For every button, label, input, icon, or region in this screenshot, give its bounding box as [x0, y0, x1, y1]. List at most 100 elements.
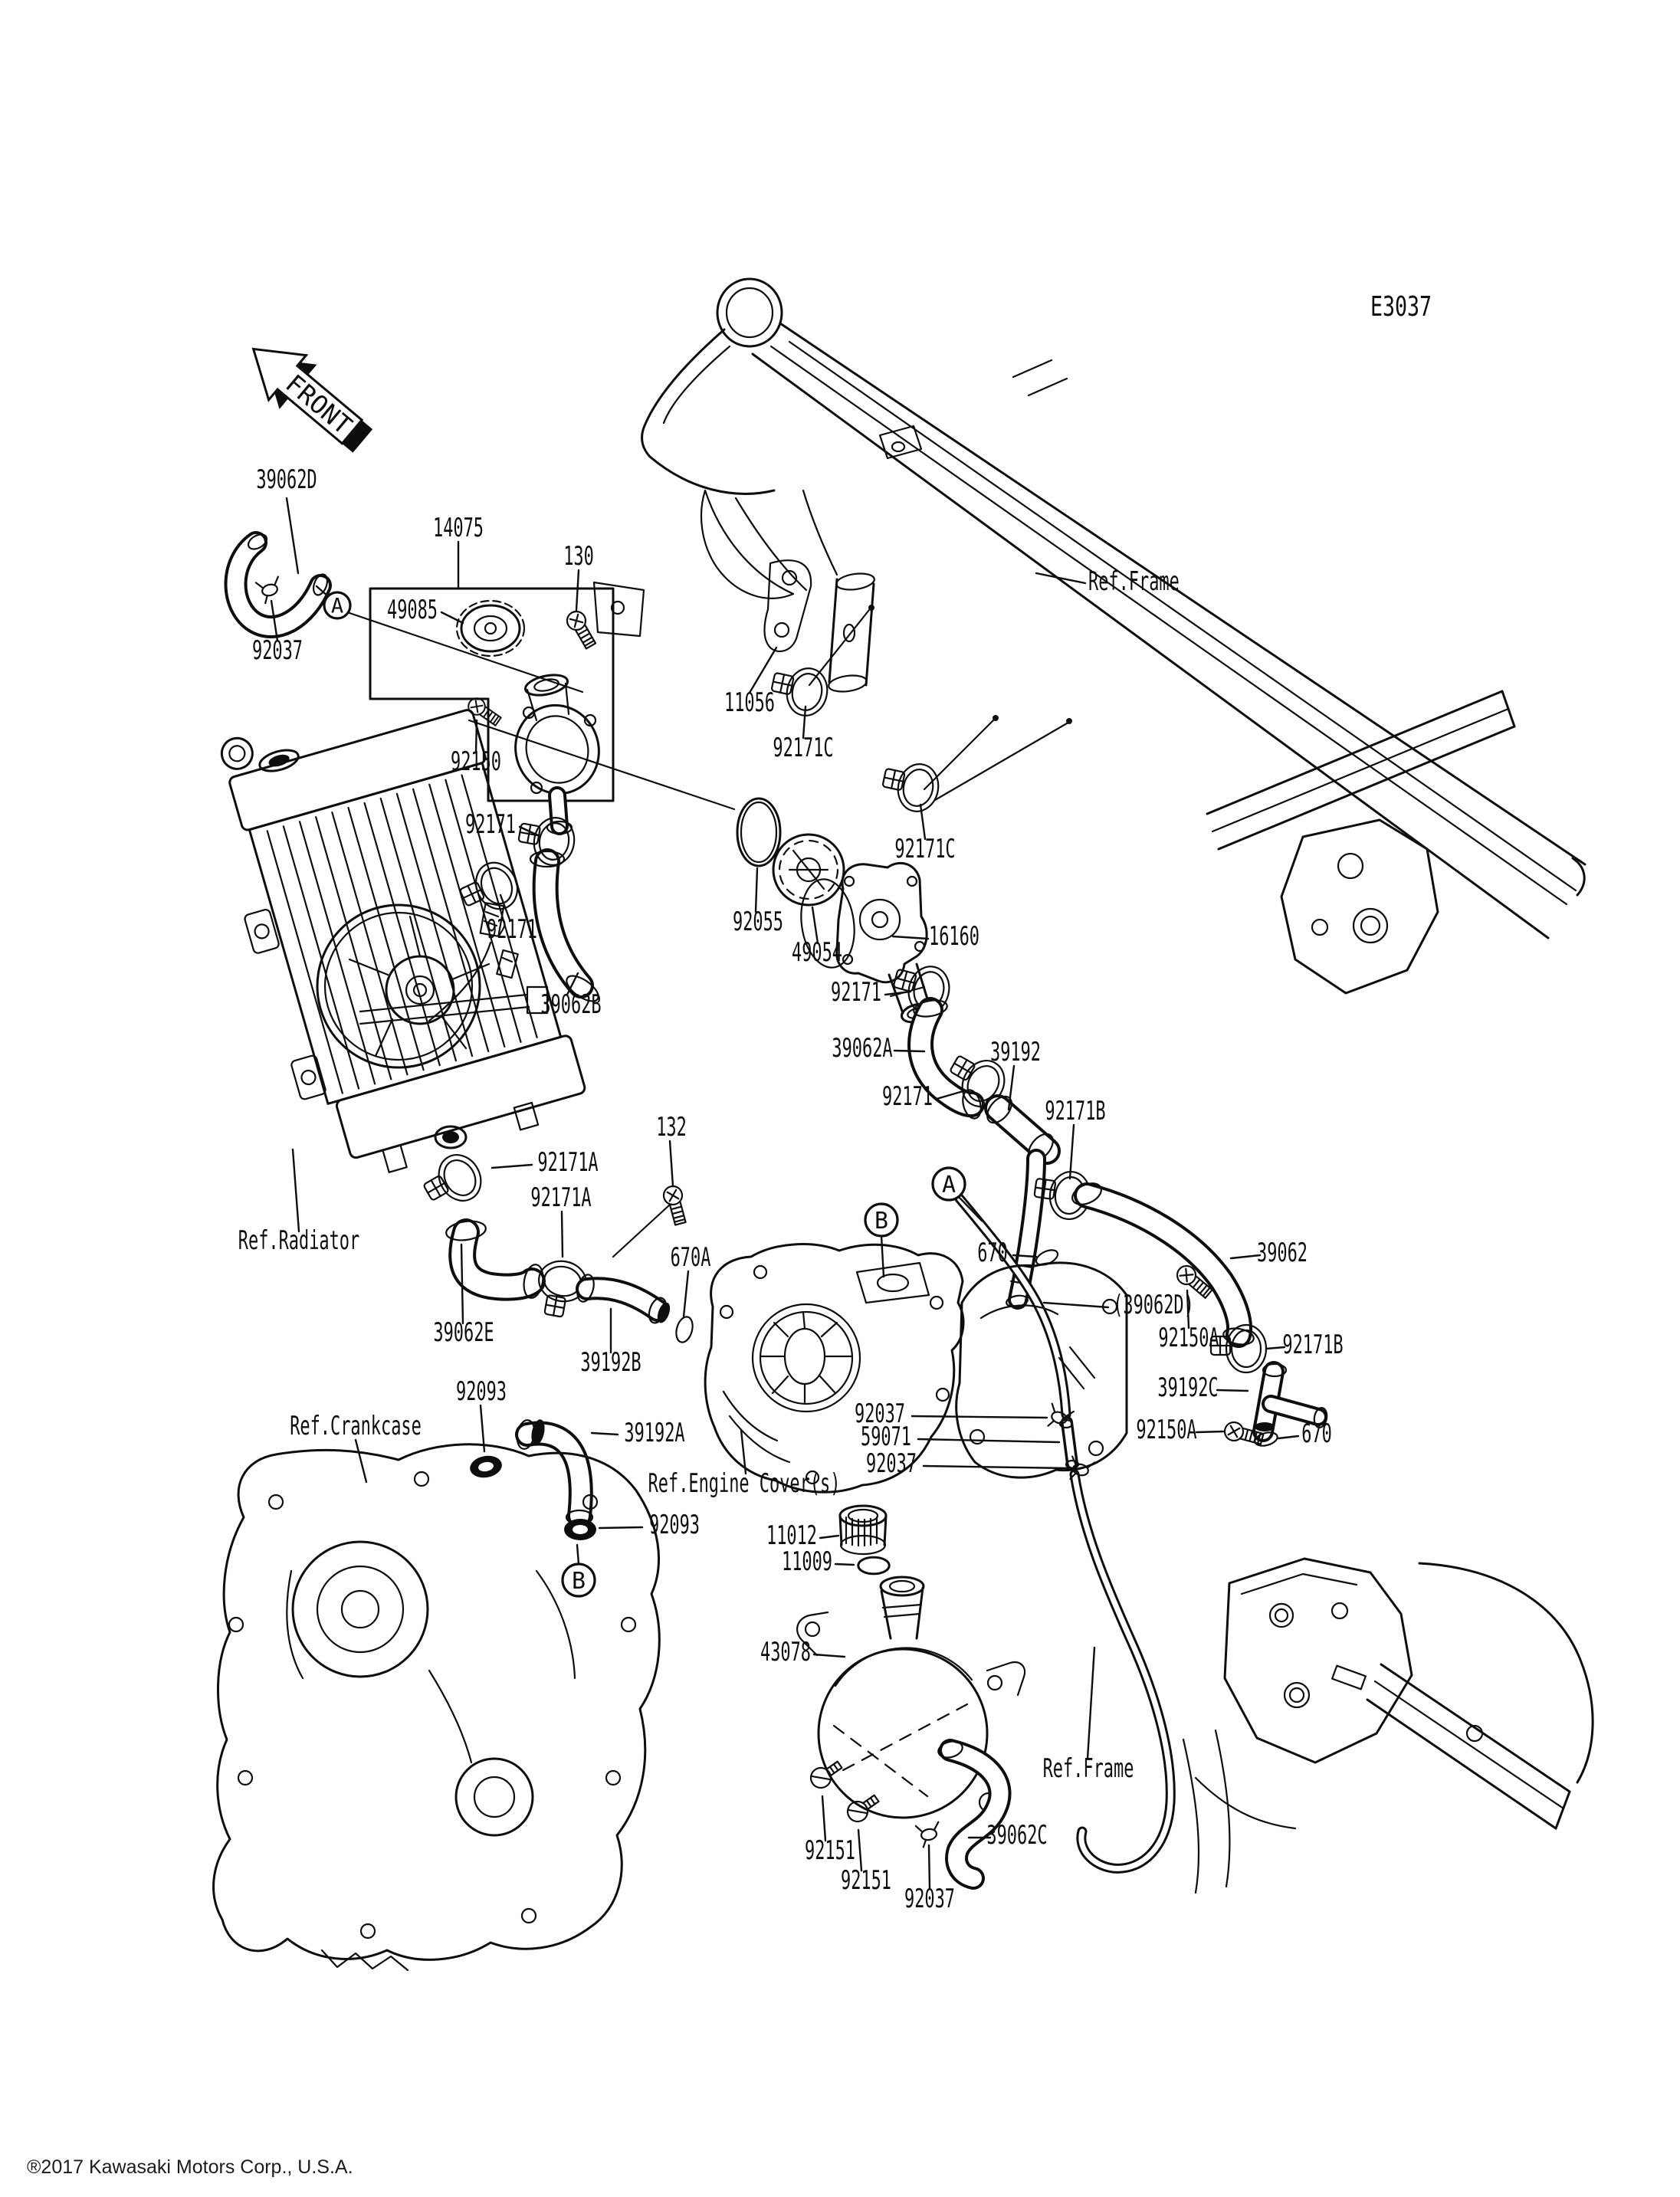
leader-ref-frame-bottom [1086, 1646, 1096, 1760]
frame-lower-drawing [1182, 1557, 1594, 1894]
part-label-39192A: 39192A [624, 1418, 684, 1448]
leader-92171-b [499, 894, 511, 921]
part-label-92151-a: 92151 [805, 1835, 855, 1866]
part-label-ref-radiator: Ref.Radiator [238, 1225, 359, 1256]
marker-letter-B-1: B [874, 1208, 888, 1235]
leader-132 [668, 1139, 674, 1188]
leader-92151-a [821, 1795, 827, 1842]
part-label-39062A: 39062A [832, 1033, 892, 1064]
engine-covers-drawing [704, 1243, 1128, 1494]
part-label-39062C: 39062C [986, 1820, 1047, 1851]
leader-92171-a [518, 825, 540, 837]
part-label-43078: 43078 [760, 1637, 811, 1667]
leader-92151-b [857, 1828, 863, 1872]
leader-11056 [748, 646, 778, 694]
part-label-132: 132 [656, 1112, 687, 1143]
marker-tail-B-2 [576, 1543, 580, 1566]
part-label-49085: 49085 [387, 595, 438, 625]
front-label: FRONT [280, 369, 358, 441]
leader-ref-frame-top [1035, 572, 1087, 585]
leader-92055 [754, 867, 759, 913]
part-label-92171C-a: 92171C [773, 733, 833, 763]
leader-49085 [440, 611, 464, 625]
copyright-text: ®2017 Kawasaki Motors Corp., U.S.A. [27, 2156, 353, 2178]
circle-marker-B-1: B [864, 1202, 899, 1278]
leader-92171-d [935, 1089, 967, 1100]
leader-39062D-ref [1042, 1301, 1110, 1309]
part-label-11056: 11056 [724, 687, 775, 718]
leader-92037-d [927, 1844, 931, 1890]
leader-39192C [1216, 1389, 1249, 1392]
marker-tail-B-1 [880, 1235, 885, 1278]
part-label-11012: 11012 [766, 1520, 817, 1551]
part-label-39062B: 39062B [540, 989, 601, 1020]
leader-49054 [811, 906, 819, 945]
crankcase-drawing [212, 1443, 661, 1972]
leader-59071 [917, 1438, 1061, 1444]
leader-670-b [1277, 1435, 1300, 1440]
circle-marker-A-1: A [315, 585, 352, 620]
leader-92093-a [479, 1404, 486, 1453]
part-label-39062: 39062 [1257, 1238, 1308, 1268]
part-label-92171B-b: 92171B [1282, 1330, 1343, 1360]
part-label-39192C: 39192C [1157, 1372, 1218, 1403]
filler-neck-box-drawing [369, 587, 943, 835]
leader-39062B [566, 972, 579, 996]
part-label-92037-b: 92037 [855, 1399, 905, 1429]
part-label-670-a: 670 [977, 1238, 1008, 1268]
part-label-92171B-a: 92171B [1045, 1096, 1105, 1126]
circle-marker-B-2: B [561, 1543, 596, 1598]
part-label-92171C-b: 92171C [894, 834, 955, 864]
leader-670-a [1012, 1254, 1038, 1258]
leader-670A [682, 1270, 690, 1318]
part-label-ref-frame-bottom: Ref.Frame [1043, 1753, 1134, 1784]
marker-tail-A-2 [957, 1195, 983, 1222]
part-label-59071: 59071 [861, 1421, 911, 1452]
part-label-92171A-a: 92171A [537, 1147, 598, 1178]
circle-marker-A-2: A [931, 1166, 983, 1222]
part-callouts: E303739062D92037140754908513011056Ref.Fr… [238, 291, 1432, 1914]
leader-11009 [834, 1562, 855, 1566]
water-pump-drawing [796, 1504, 1026, 1890]
part-label-670A: 670A [671, 1242, 711, 1273]
part-label-39192: 39192 [990, 1037, 1041, 1067]
part-label-92093-a: 92093 [456, 1376, 507, 1407]
marker-circle-A-2 [931, 1166, 966, 1202]
part-label-92150: 92150 [451, 746, 501, 777]
part-label-49054: 49054 [792, 937, 842, 968]
radiator-drawing [220, 709, 586, 1217]
part-label-e3037: E3037 [1370, 291, 1432, 323]
marker-tail-A-1 [315, 585, 330, 598]
thin-hose-drawing [954, 1193, 1176, 1874]
part-label-670-b: 670 [1301, 1418, 1332, 1449]
part-label-92171-a: 92171 [465, 809, 516, 840]
part-label-14075: 14075 [433, 513, 484, 543]
part-label-92171-b: 92171 [487, 914, 537, 945]
part-label-92093-b: 92093 [649, 1510, 700, 1540]
leader-92150A-a [1186, 1289, 1190, 1330]
thermostat-group-drawing [736, 797, 956, 1024]
leader-ref-engine-covers [740, 1428, 747, 1475]
leader-92037-c [922, 1464, 1071, 1470]
part-label-39192B: 39192B [580, 1347, 641, 1378]
leader-39062D [285, 497, 300, 575]
part-label-39062D: 39062D [256, 464, 317, 495]
leader-92037-a [270, 599, 279, 642]
front-arrow: FRONT [251, 347, 373, 453]
leader-ref-crankcase [354, 1438, 368, 1484]
leader-16160 [891, 935, 930, 940]
part-label-ref-crankcase: Ref.Crankcase [290, 1411, 422, 1441]
diagram-line-art: FRONT [212, 277, 1594, 1972]
marker-letter-B-2: B [572, 1568, 586, 1595]
leader-92171A-a [491, 1163, 533, 1169]
leader-130 [575, 569, 580, 612]
leader-43078 [812, 1653, 846, 1658]
part-label-16160: 16160 [929, 921, 979, 952]
leader-92171A-b [560, 1210, 564, 1258]
marker-circle-A-1 [323, 591, 352, 620]
part-label-ref-engine-covers: Ref.Engine Cover(s) [648, 1468, 841, 1499]
leader-39062 [1229, 1254, 1262, 1260]
leader-92093-b [598, 1526, 644, 1530]
part-label-39062E: 39062E [433, 1317, 494, 1348]
